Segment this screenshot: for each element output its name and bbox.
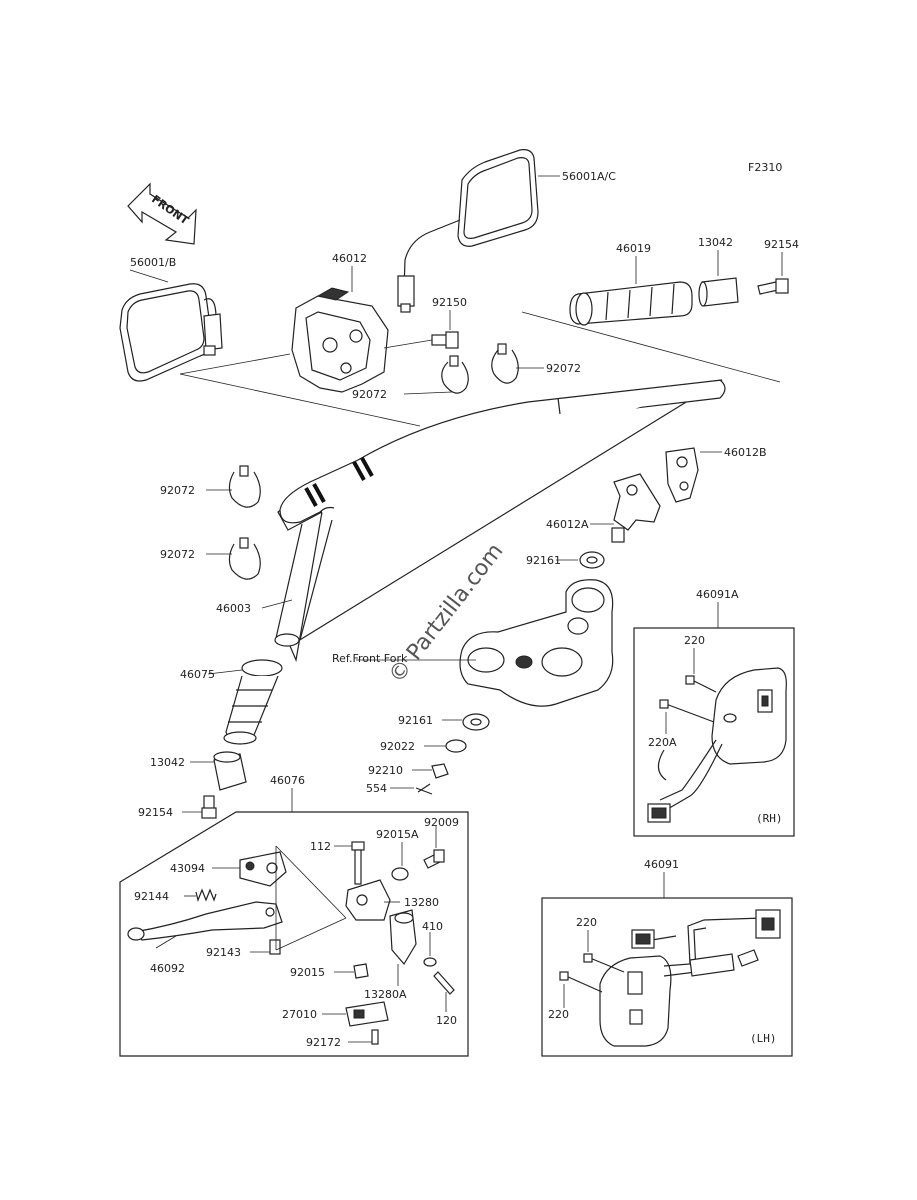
callout-554: 554 [366, 782, 387, 795]
callout-13042-lower: 13042 [150, 756, 185, 769]
callout-92143: 92143 [206, 946, 241, 959]
panel-lh-tag: (LH) [750, 1032, 777, 1045]
nut-92210 [431, 763, 449, 779]
front-arrow-icon: FRONT [127, 182, 197, 245]
callout-46075: 46075 [180, 668, 215, 681]
upper-triple-clamp [459, 579, 614, 707]
callout-46012: 46012 [332, 252, 367, 265]
ref-front-fork: Ref.Front Fork [332, 652, 408, 665]
callout-46012B: 46012B [724, 446, 767, 459]
bracket-46012 [291, 287, 389, 393]
callout-46091: 46091 [644, 858, 679, 871]
handlebar-46003 [274, 379, 726, 663]
callout-46091A: 46091A [696, 588, 739, 601]
holder-46012A [611, 473, 661, 543]
switch-housing-rh [647, 667, 787, 823]
callout-120: 120 [436, 1014, 457, 1027]
screw-220-lh-lower [559, 971, 603, 993]
screw-220-lh-upper [583, 953, 625, 973]
bolt-92150 [431, 331, 459, 349]
callout-92072-left-1: 92072 [160, 484, 195, 497]
screw-92154-lower [201, 795, 217, 819]
callout-92210: 92210 [368, 764, 403, 777]
spring-92144 [195, 888, 217, 902]
screw-220-rh [685, 675, 717, 693]
bolt-92009 [423, 849, 445, 869]
callout-92161-lower: 92161 [398, 714, 433, 727]
callout-92154-top: 92154 [764, 238, 799, 251]
callout-46003: 46003 [216, 602, 251, 615]
panel-46076 [119, 811, 469, 1057]
panel-rh-tag: (RH) [756, 812, 783, 825]
washer-92161-upper [579, 551, 605, 569]
figure-code: F2310 [748, 161, 782, 174]
callout-220-lh-lower: 220 [548, 1008, 569, 1021]
pin-92143 [269, 939, 281, 955]
callout-92015A: 92015A [376, 828, 419, 841]
callout-56001B: 56001/B [130, 256, 176, 269]
callout-92150: 92150 [432, 296, 467, 309]
screw-92154-top [757, 278, 789, 295]
washer-410 [423, 957, 437, 967]
clamp-92072-top-1 [441, 355, 469, 394]
callout-27010: 27010 [282, 1008, 317, 1021]
left-grip-46075 [223, 659, 283, 745]
callout-56001AC: 56001A/C [562, 170, 616, 183]
callout-43094: 43094 [170, 862, 205, 875]
callout-92072-top-left: 92072 [352, 388, 387, 401]
nut-92015 [353, 963, 369, 979]
callout-92161-upper: 92161 [526, 554, 561, 567]
cotter-pin-554 [415, 783, 433, 795]
bar-end-weight-13042-lower [213, 751, 247, 791]
screw-92172 [371, 1029, 379, 1045]
callout-220A-rh: 220A [648, 736, 677, 749]
callout-46012A: 46012A [546, 518, 589, 531]
switch-housing-lh [599, 909, 781, 1047]
throttle-grip-46019 [569, 281, 693, 326]
lever-46092 [127, 901, 283, 941]
callout-92072-left-2: 92072 [160, 548, 195, 561]
screw-120 [433, 971, 455, 995]
holder-46012B [665, 447, 699, 503]
callout-13280: 13280 [404, 896, 439, 909]
callout-92072-top-right: 92072 [546, 362, 581, 375]
bolt-112 [351, 841, 365, 885]
mirror-right [397, 149, 539, 313]
callout-13280A: 13280A [364, 988, 407, 1001]
washer-92161-lower [462, 713, 490, 731]
holder-13280A [389, 909, 417, 966]
washer-92022 [445, 739, 467, 753]
panel-46091A [633, 627, 795, 837]
callout-220-lh-upper: 220 [576, 916, 597, 929]
callout-46076: 46076 [270, 774, 305, 787]
callout-46019: 46019 [616, 242, 651, 255]
callout-410: 410 [422, 920, 443, 933]
adjuster-43094 [239, 851, 287, 887]
callout-112: 112 [310, 840, 331, 853]
bracket-13280 [345, 879, 391, 921]
callout-92009: 92009 [424, 816, 459, 829]
callout-92144: 92144 [134, 890, 169, 903]
clamp-92072-left-1 [228, 465, 261, 508]
switch-27010 [345, 1001, 389, 1027]
panel-46091 [541, 897, 793, 1057]
callout-92022: 92022 [380, 740, 415, 753]
clamp-92072-top-2 [491, 343, 519, 384]
callout-46092: 46092 [150, 962, 185, 975]
callout-92172: 92172 [306, 1036, 341, 1049]
screw-220A-rh [659, 699, 715, 723]
clamp-92072-left-2 [228, 537, 261, 580]
callout-92015: 92015 [290, 966, 325, 979]
callout-220-rh: 220 [684, 634, 705, 647]
callout-13042-top: 13042 [698, 236, 733, 249]
bar-end-weight-13042-top [698, 277, 739, 307]
washer-92015A [391, 867, 409, 881]
mirror-left [119, 283, 223, 382]
callout-92154-lower: 92154 [138, 806, 173, 819]
